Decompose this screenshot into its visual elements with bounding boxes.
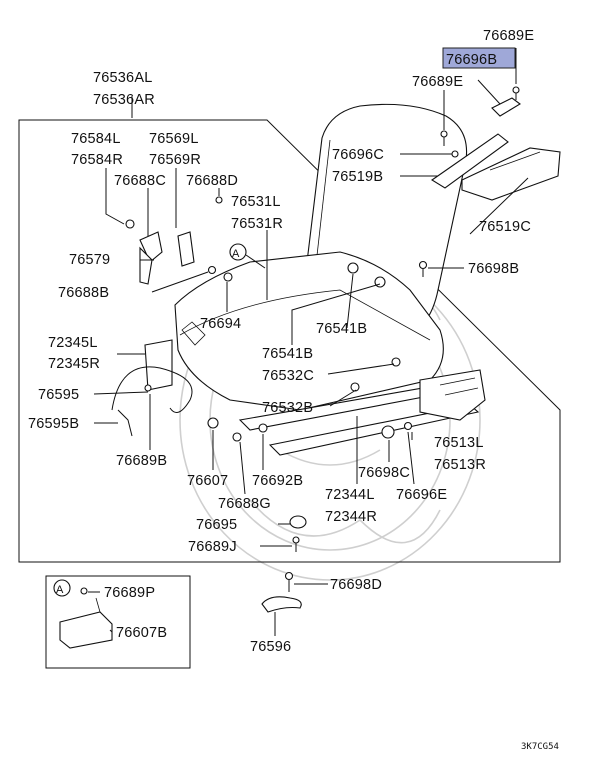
label-76519B: 76519B xyxy=(332,169,383,185)
label-76695: 76695 xyxy=(196,517,237,533)
assembly-frame xyxy=(18,119,561,563)
label-76531R: 76531R xyxy=(231,216,283,232)
label-76689E-mid: 76689E xyxy=(412,74,463,90)
label-72344L: 72344L xyxy=(325,487,375,503)
label-76688C: 76688C xyxy=(114,173,166,189)
label-76688G: 76688G xyxy=(218,496,271,512)
armrest-cap xyxy=(491,97,521,117)
armrest-hinge-cover xyxy=(430,133,509,189)
label-76689E-top: 76689E xyxy=(483,28,534,44)
label-76569L: 76569L xyxy=(149,131,199,147)
label-76694: 76694 xyxy=(200,316,241,332)
label-76579: 76579 xyxy=(69,252,110,268)
label-76513R: 76513R xyxy=(434,457,486,473)
label-76584L: 76584L xyxy=(71,131,121,147)
seat-frame xyxy=(174,251,444,411)
callout-A: A xyxy=(232,248,240,260)
diagram-code: 3K7CG54 xyxy=(521,742,559,752)
inset-bracket xyxy=(59,611,113,649)
label-76532B: 76532B xyxy=(262,400,313,416)
label-76607: 76607 xyxy=(187,473,228,489)
inset-box xyxy=(45,575,191,669)
label-76536AR: 76536AR xyxy=(93,92,155,108)
label-76698D: 76698D xyxy=(330,577,382,593)
hinge-bracket xyxy=(144,339,173,391)
label-76696B: 76696B xyxy=(446,52,497,68)
seat-latch-parts xyxy=(125,219,195,285)
fasteners xyxy=(80,86,520,595)
label-76698C: 76698C xyxy=(358,465,410,481)
label-76689J: 76689J xyxy=(188,539,237,555)
inset-callout-A: A xyxy=(56,584,64,596)
strap-76596 xyxy=(261,596,302,613)
label-72345R: 72345R xyxy=(48,356,100,372)
label-76698B: 76698B xyxy=(468,261,519,277)
leader-lines xyxy=(88,48,529,636)
label-76569R: 76569R xyxy=(149,152,201,168)
label-76696E: 76696E xyxy=(396,487,447,503)
label-76513L: 76513L xyxy=(434,435,484,451)
label-76531L: 76531L xyxy=(231,194,281,210)
seat-rail-right xyxy=(268,404,480,456)
armrest-lid xyxy=(461,147,561,201)
highlight-76696B xyxy=(442,47,516,69)
label-72345L: 72345L xyxy=(48,335,98,351)
part-labels: 76689E 76696B 76689E 76536AL 76536AR 765… xyxy=(28,28,534,655)
label-76696C: 76696C xyxy=(332,147,384,163)
label-76519C: 76519C xyxy=(479,219,531,235)
label-72344R: 72344R xyxy=(325,509,377,525)
label-76692B: 76692B xyxy=(252,473,303,489)
label-76541B-a: 76541B xyxy=(316,321,367,337)
label-76584R: 76584R xyxy=(71,152,123,168)
label-76595B: 76595B xyxy=(28,416,79,432)
label-76536AL: 76536AL xyxy=(93,70,152,86)
seat-rail-bracket xyxy=(419,369,486,421)
label-76532C: 76532C xyxy=(262,368,314,384)
label-76607B: 76607B xyxy=(116,625,167,641)
label-76595: 76595 xyxy=(38,387,79,403)
label-76689B: 76689B xyxy=(116,453,167,469)
label-76688B: 76688B xyxy=(58,285,109,301)
release-cable xyxy=(111,366,193,413)
label-76541B-b: 76541B xyxy=(262,346,313,362)
label-76688D: 76688D xyxy=(186,173,238,189)
label-76596: 76596 xyxy=(250,639,291,655)
label-76689P: 76689P xyxy=(104,585,155,601)
